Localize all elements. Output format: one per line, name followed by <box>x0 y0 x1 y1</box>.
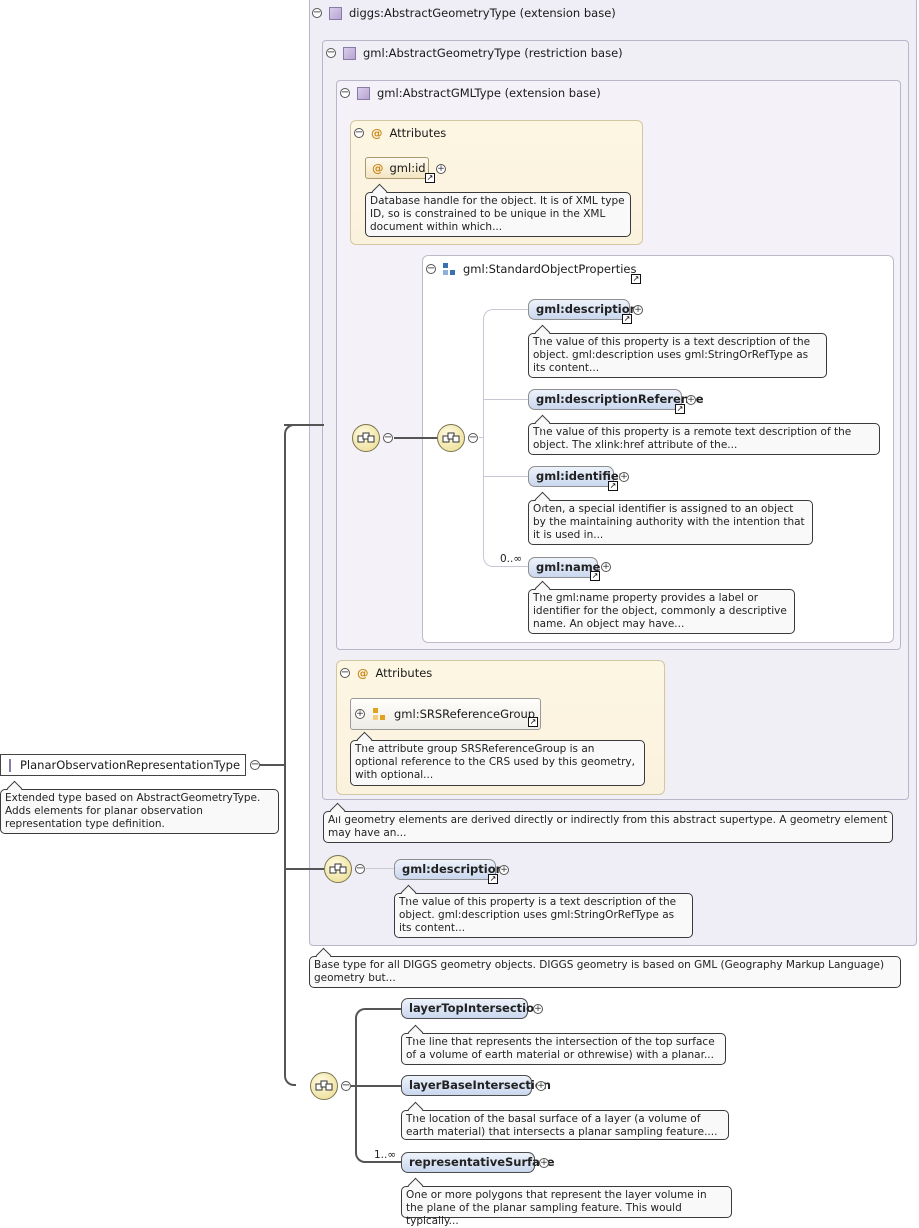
element-doc-text: The value of this property is a text des… <box>399 896 677 934</box>
element-doc: The gml:name property provides a label o… <box>528 580 795 634</box>
root-complex-type[interactable]: PlanarObservationRepresentationType <box>0 754 246 776</box>
expand-icon[interactable]: + <box>499 864 509 875</box>
expand-icon[interactable]: + <box>539 1157 549 1168</box>
element-gml-description-reference[interactable]: gml:descriptionReference <box>528 389 704 410</box>
gml-geometry-restriction-doc: All geometry elements are derived direct… <box>323 802 893 843</box>
gml-geometry-restriction-doc-text: All geometry elements are derived direct… <box>328 814 888 839</box>
collapse-icon[interactable]: − <box>312 7 322 18</box>
link-arrow-icon[interactable]: ↗ <box>528 717 538 727</box>
sequence-compositor-icon[interactable] <box>437 424 465 452</box>
diggs-extension-base-header: − diggs:AbstractGeometryType (extension … <box>312 6 616 20</box>
element-doc: The location of the basal surface of a l… <box>401 1101 729 1140</box>
collapse-icon[interactable]: − <box>341 1080 351 1091</box>
element-doc-text: Often, a special identifier is assigned … <box>533 503 805 541</box>
collapse-icon[interactable]: − <box>354 127 364 138</box>
element-doc: The value of this property is a remote t… <box>528 414 880 455</box>
element-representative-surface[interactable]: representativeSurface <box>401 1152 555 1173</box>
attribute-group-icon <box>373 707 386 721</box>
expand-icon[interactable]: + <box>686 394 696 405</box>
attributes-title: Attributes <box>375 666 433 680</box>
srs-reference-group-doc-text: The attribute group SRSReferenceGroup is… <box>355 743 635 781</box>
sequence-compositor-icon[interactable] <box>324 855 352 883</box>
complex-type-icon <box>343 46 356 60</box>
expand-icon[interactable]: + <box>619 471 629 482</box>
complex-type-icon <box>9 758 11 772</box>
element-doc: One or more polygons that represent the … <box>401 1177 732 1227</box>
root-type-doc: Extended type based on AbstractGeometryT… <box>0 780 279 834</box>
element-layer-top-intersection[interactable]: layerTopIntersection <box>401 998 542 1019</box>
attribute-at-icon: @ <box>371 126 383 140</box>
expand-icon[interactable]: + <box>436 163 446 174</box>
element-doc-text: The location of the basal surface of a l… <box>406 1113 718 1138</box>
collapse-icon[interactable]: − <box>426 263 436 274</box>
sequence-compositor-icon[interactable] <box>352 424 380 452</box>
link-arrow-icon[interactable]: ↗ <box>675 404 685 414</box>
element-gml-description[interactable]: gml:description <box>528 299 638 320</box>
gml-id-label: gml:id <box>389 161 426 175</box>
link-arrow-icon[interactable]: ↗ <box>425 173 435 183</box>
cardinality-label: 0..∞ <box>500 553 523 565</box>
gml-geometry-restriction-header: − gml:AbstractGeometryType (restriction … <box>326 46 623 60</box>
collapse-icon[interactable]: − <box>383 432 393 443</box>
gml-gmltype-extension-title: gml:AbstractGMLType (extension base) <box>377 86 601 100</box>
expand-icon[interactable]: + <box>533 1003 543 1014</box>
root-type-name: PlanarObservationRepresentationType <box>20 758 241 772</box>
element-doc-text: The value of this property is a text des… <box>533 336 811 374</box>
diggs-extension-base-title: diggs:AbstractGeometryType (extension ba… <box>349 6 616 20</box>
element-doc: The value of this property is a text des… <box>528 324 827 378</box>
link-arrow-icon[interactable]: ↗ <box>608 481 618 491</box>
element-doc: The line that represents the intersectio… <box>401 1024 726 1065</box>
collapse-icon[interactable]: − <box>340 667 350 678</box>
complex-type-icon <box>329 6 342 20</box>
diggs-extension-base-doc: Base type for all DIGGS geometry objects… <box>309 947 901 988</box>
element-doc-text: The line that represents the intersectio… <box>406 1036 715 1061</box>
attribute-at-icon: @ <box>372 161 384 175</box>
collapse-icon[interactable]: − <box>468 432 478 443</box>
gml-gmltype-extension-header: − gml:AbstractGMLType (extension base) <box>340 86 601 100</box>
element-doc: Often, a special identifier is assigned … <box>528 491 813 545</box>
expand-icon[interactable]: + <box>355 708 365 719</box>
attributes-header: − @ Attributes <box>340 666 432 680</box>
element-doc: The value of this property is a text des… <box>394 884 693 938</box>
collapse-icon[interactable]: − <box>355 863 365 874</box>
gml-id-doc-text: Database handle for the object. It is of… <box>370 195 625 233</box>
element-gml-name[interactable]: gml:name <box>528 557 601 578</box>
expand-icon[interactable]: + <box>536 1080 546 1091</box>
standard-object-properties-title: gml:StandardObjectProperties <box>463 262 637 276</box>
element-doc-text: The gml:name property provides a label o… <box>533 592 787 630</box>
expand-icon[interactable]: + <box>633 304 643 315</box>
attributes-header: − @ Attributes <box>354 126 446 140</box>
link-arrow-icon[interactable]: ↗ <box>631 274 641 284</box>
gml-id-attribute[interactable]: @ gml:id <box>365 157 429 179</box>
gml-geometry-restriction-title: gml:AbstractGeometryType (restriction ba… <box>363 46 623 60</box>
diggs-extension-base-doc-text: Base type for all DIGGS geometry objects… <box>314 959 885 984</box>
root-type-doc-text: Extended type based on AbstractGeometryT… <box>5 792 261 830</box>
cardinality-label: 1..∞ <box>374 1149 397 1161</box>
standard-object-properties-header: − gml:StandardObjectProperties <box>426 262 636 276</box>
element-doc-text: The value of this property is a remote t… <box>533 426 852 451</box>
element-gml-description[interactable]: gml:description <box>394 859 504 880</box>
srs-reference-group-doc: The attribute group SRSReferenceGroup is… <box>350 731 645 786</box>
collapse-icon[interactable]: − <box>340 87 350 98</box>
attributes-title: Attributes <box>389 126 447 140</box>
srs-reference-group-label: gml:SRSReferenceGroup <box>394 707 536 721</box>
attribute-at-icon: @ <box>357 666 369 680</box>
gml-id-doc: Database handle for the object. It is of… <box>365 183 631 237</box>
collapse-icon[interactable]: − <box>326 47 336 58</box>
expand-icon[interactable]: + <box>601 561 611 572</box>
collapse-icon[interactable]: − <box>250 759 260 770</box>
link-arrow-icon[interactable]: ↗ <box>488 874 498 884</box>
complex-type-icon <box>357 86 370 100</box>
link-arrow-icon[interactable]: ↗ <box>622 314 632 324</box>
link-arrow-icon[interactable]: ↗ <box>590 571 600 581</box>
srs-reference-group[interactable]: + gml:SRSReferenceGroup <box>350 698 541 730</box>
sequence-compositor-icon[interactable] <box>310 1072 338 1100</box>
element-gml-identifier[interactable]: gml:identifier <box>528 466 624 487</box>
group-icon <box>443 262 456 276</box>
element-doc-text: One or more polygons that represent the … <box>406 1189 707 1227</box>
element-layer-base-intersection[interactable]: layerBaseIntersection <box>401 1075 551 1096</box>
